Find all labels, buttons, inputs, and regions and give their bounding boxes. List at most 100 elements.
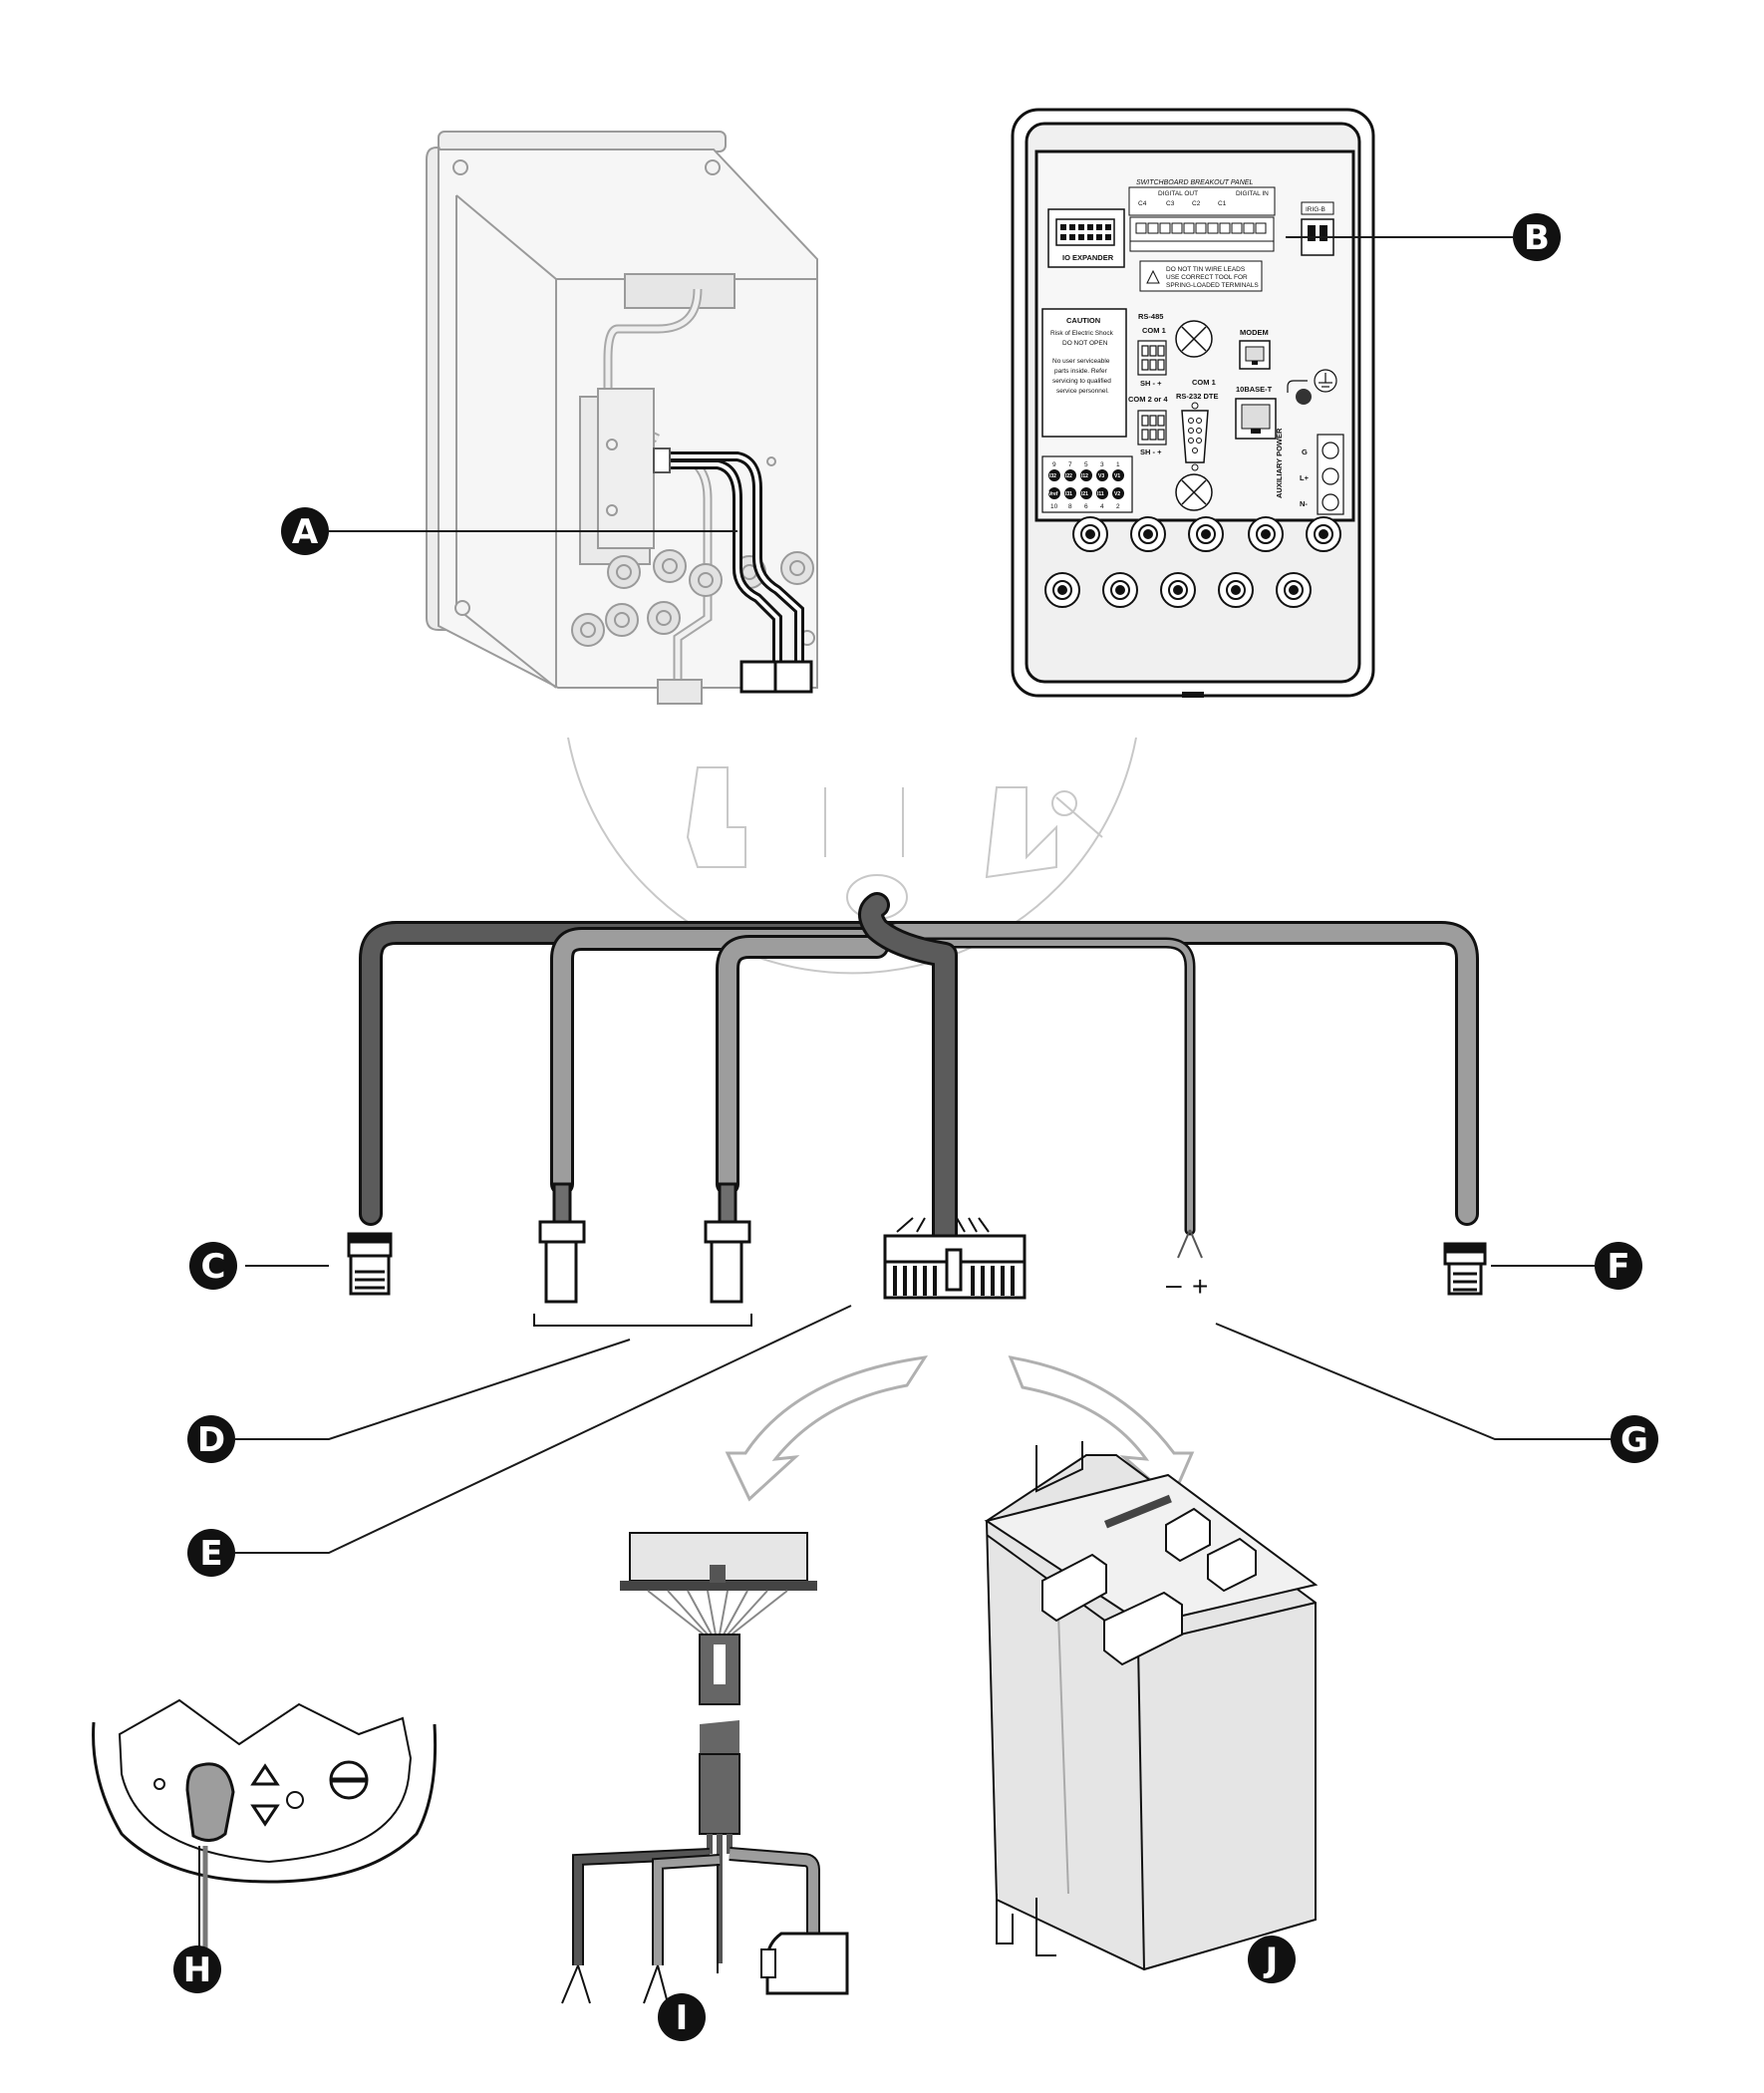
auxiliary-power-terminals: G L+ N- AUXILIARY POWER — [1275, 428, 1344, 515]
meter-terminal-studs — [571, 549, 814, 647]
channel-c4: C4 — [1138, 200, 1147, 207]
io-cable-assembly — [561, 1532, 849, 2004]
com1-rs485-label: COM 1 — [1142, 326, 1166, 335]
term-i12: I12 — [1081, 473, 1088, 479]
polarity-minus: – — [1166, 1269, 1182, 1300]
rs232-label: RS-232 DTE — [1176, 392, 1219, 401]
caution-line-1: Risk of Electric Shock — [1050, 330, 1114, 337]
warning-line-3: SPRING-LOADED TERMINALS — [1166, 282, 1259, 289]
term-num-8: 8 — [1068, 503, 1072, 510]
term-i21: I21 — [1081, 491, 1088, 497]
multi-pin-connector-e — [883, 1217, 1027, 1300]
callout-e: E — [187, 1529, 235, 1577]
callout-b: B — [1513, 213, 1561, 261]
term-v1: V1 — [1114, 473, 1120, 479]
callout-a-label: A — [292, 512, 319, 552]
term-num-4: 4 — [1100, 503, 1104, 510]
irig-label: IRIG-B — [1306, 206, 1325, 213]
term-v2: V2 — [1114, 491, 1120, 497]
rj-connector-c — [347, 1232, 393, 1296]
modem-port — [1239, 340, 1271, 370]
d-bracket — [533, 1314, 752, 1327]
power-term-l: L+ — [1300, 473, 1310, 482]
rs232-db9-port — [1181, 402, 1209, 471]
rs485-com24-terminal — [1137, 410, 1167, 446]
ethernet-port — [1235, 398, 1277, 440]
leader-lines — [235, 236, 1611, 1554]
term-i32: I32 — [1049, 473, 1056, 479]
callout-c: C — [189, 1242, 237, 1290]
callout-i-label: I — [676, 1998, 689, 2038]
io-expander-port: IO EXPANDER — [1047, 208, 1125, 268]
aux-power-label: AUXILIARY POWER — [1275, 428, 1284, 498]
term-num-6: 6 — [1084, 503, 1088, 510]
term-num-1: 1 — [1116, 461, 1120, 468]
term-num-5: 5 — [1084, 461, 1088, 468]
callout-c-label: C — [201, 1247, 226, 1287]
wiring-warning-label: DO NOT TIN WIRE LEADS USE CORRECT TOOL F… — [1139, 260, 1263, 292]
warning-line-2: USE CORRECT TOOL FOR — [1166, 274, 1248, 281]
rs485-label: RS-485 — [1138, 312, 1163, 321]
sh-bottom-label: SH - + — [1140, 448, 1162, 456]
callout-d: D — [187, 1415, 235, 1463]
digital-io-terminal-block — [1129, 216, 1275, 252]
d-cable-ends — [552, 1182, 737, 1224]
switchboard-breakout-panel: SWITCHBOARD BREAKOUT PANEL DIGITAL OUT D… — [1011, 108, 1375, 698]
callout-b-label: B — [1524, 218, 1550, 258]
breakout-harness-branches — [359, 892, 1479, 1249]
channel-c3: C3 — [1166, 200, 1175, 207]
callout-j: J — [1248, 1936, 1296, 1983]
term-v3: V3 — [1098, 473, 1104, 479]
callout-h-label: H — [183, 1950, 211, 1990]
g-polarity-leads — [1177, 1229, 1203, 1259]
curved-arrow-left — [725, 1355, 929, 1502]
term-num-10: 10 — [1050, 503, 1058, 510]
analog-input-terminal: 9 7 5 3 1 10 8 6 4 2 I32 I22 I12 V3 V1 V… — [1041, 455, 1133, 513]
channel-c2: C2 — [1192, 200, 1201, 207]
power-term-g: G — [1302, 448, 1308, 456]
channel-c1: C1 — [1218, 200, 1227, 207]
caution-line-5: parts inside. Refer — [1054, 368, 1108, 375]
caution-line-6: servicing to qualified — [1052, 378, 1111, 385]
panel-bottom-studs — [1044, 516, 1341, 608]
rj-connector-f — [1443, 1242, 1487, 1296]
rs485-com1-terminal — [1137, 340, 1167, 376]
sh-top-label: SH - + — [1140, 379, 1162, 388]
callout-g-label: G — [1620, 1420, 1648, 1460]
term-num-9: 9 — [1052, 461, 1056, 468]
caution-line-4: No user serviceable — [1052, 358, 1110, 365]
caution-title: CAUTION — [1066, 316, 1100, 325]
com1-rs232-label: COM 1 — [1192, 378, 1216, 387]
irig-b-port: IRIG-B — [1301, 201, 1334, 256]
callout-a: A — [281, 507, 329, 555]
io-expander-module — [984, 1441, 1319, 1971]
term-num-7: 7 — [1068, 461, 1072, 468]
com24-label: COM 2 or 4 — [1128, 395, 1168, 404]
term-i22: I22 — [1065, 473, 1072, 479]
digital-out-label: DIGITAL OUT — [1158, 190, 1198, 197]
callout-i: I — [658, 1993, 706, 2041]
term-num-2: 2 — [1116, 503, 1120, 510]
callout-j-label: J — [1264, 1941, 1279, 1980]
term-i11: I11 — [1097, 491, 1104, 497]
breakout-harness-cable — [653, 448, 813, 694]
panel-screw-top — [1175, 320, 1213, 358]
ethernet-label: 10BASE-T — [1236, 385, 1273, 394]
panel-screw-bottom — [1175, 473, 1213, 511]
power-term-n: N- — [1300, 499, 1308, 508]
meter-rear-housing — [426, 131, 818, 705]
caution-line-7: service personnel. — [1056, 388, 1109, 395]
callout-e-label: E — [199, 1534, 222, 1574]
panel-title: SWITCHBOARD BREAKOUT PANEL — [1136, 179, 1253, 186]
term-i31: I31 — [1065, 491, 1072, 497]
warning-line-1: DO NOT TIN WIRE LEADS — [1166, 266, 1246, 273]
caution-label: CAUTION Risk of Electric Shock DO NOT OP… — [1041, 308, 1127, 438]
term-vref: Vref — [1048, 491, 1058, 497]
curved-arrow-right — [1008, 1355, 1195, 1502]
modem-label: MODEM — [1240, 328, 1269, 337]
ground-terminal — [1287, 369, 1337, 405]
callout-f-label: F — [1607, 1247, 1629, 1287]
d-plug-connectors — [538, 1220, 751, 1304]
callout-f: F — [1595, 1242, 1642, 1290]
